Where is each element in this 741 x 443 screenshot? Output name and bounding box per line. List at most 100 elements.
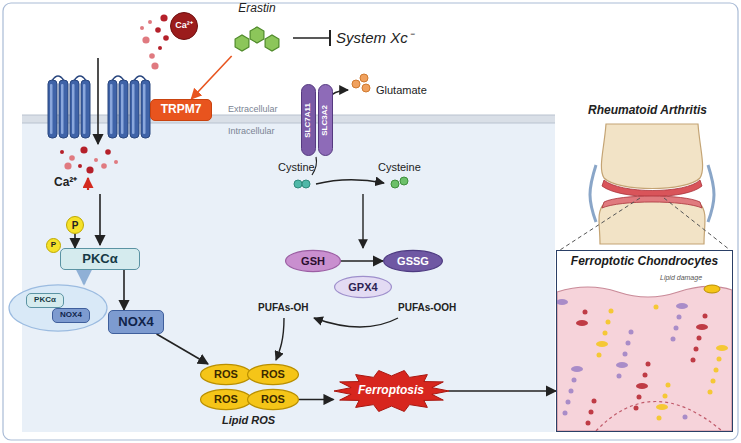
circle-node: P [66,216,84,234]
rect-shape [72,84,75,134]
node-text: Erastin [238,2,275,15]
label: PUFAs-OH [258,302,309,314]
ellipse-shape [636,383,648,389]
molecule-node: Erastin [222,2,292,56]
label: Cystine [278,161,315,174]
channel-helices [48,76,150,138]
ellipse-shape [676,303,688,309]
ellipse-shape [592,399,597,404]
node-text: NOX4 [60,311,82,320]
circle-shape [352,80,360,88]
ellipse-shape [716,345,728,351]
path-shape [113,76,124,80]
node-text: PKCα [82,252,117,266]
circle-shape [69,155,75,161]
node-text: ROS [261,368,285,380]
inhibition-bar [329,30,331,46]
node-text: ROS [214,368,238,380]
circle-node: Ca²⁺ [170,12,198,40]
ellipse-shape [634,406,639,411]
rect-shape [70,80,79,138]
ellipse-shape [248,389,299,409]
zoom-line [560,198,640,250]
ellipse-shape [597,353,602,358]
circle-shape [64,162,71,169]
circle-shape [60,150,64,154]
ellipse-shape [663,394,668,399]
circle-shape [302,180,310,188]
rect-shape [48,80,57,138]
circle-shape [140,26,144,30]
label: Lipid damage [660,274,702,282]
circle-shape [142,36,149,43]
connector-arrow [449,390,557,392]
ellipse-shape [623,352,628,357]
ellipse-shape [586,421,591,426]
cystine-dots [294,177,408,188]
connector-arrow [299,399,334,401]
rect-shape [121,84,124,134]
panel-box: Ferroptotic Chondrocytes [556,250,733,432]
ellipse-shape [696,324,708,330]
polygon-shape [235,35,249,51]
node-text: P [51,241,56,250]
rect-shape [59,80,68,138]
ellipse-shape [609,309,614,314]
ellipse-shape [335,276,392,297]
circle-shape [101,163,107,169]
circle-shape [362,84,370,92]
influx-arrow [97,58,99,144]
ellipse-shape [714,368,719,373]
ellipse-shape [697,336,702,341]
ellipse-shape [9,285,107,331]
gpx4-arc [314,318,398,327]
membrane-line [22,123,555,124]
path-shape [53,76,64,80]
ellipse-shape [603,331,608,336]
rect-shape [83,84,86,134]
label: System Xc⁻ [336,29,413,46]
inhibition-line [293,37,329,39]
membrane [22,115,555,123]
node-text: ROS [214,393,238,405]
activation-arrow [99,194,101,245]
ellipse-shape [556,299,568,305]
ellipse-shape [703,314,708,319]
peroxide-arrow [276,318,284,360]
node-text: Ferroptosis [358,384,424,397]
circle-shape [151,62,158,69]
ellipse-shape [626,341,631,346]
process-box: PKCα [26,293,64,308]
ellipse-shape [576,320,588,326]
label: Cysteine [378,161,421,174]
frame [3,3,738,440]
rect-shape [108,80,117,138]
polygon-shape [334,371,449,412]
polygon-shape [265,35,279,51]
ellipse-shape [583,310,588,315]
polygon-shape [250,27,264,43]
path-shape [135,76,146,80]
connector-arrow [157,334,208,364]
rect-shape [50,84,53,134]
ellipse-shape [637,395,642,400]
ellipse-shape [201,364,252,384]
ellipse-shape [606,320,611,325]
circle-shape [94,158,98,162]
rect-shape [141,80,150,138]
label: Extracellular [228,104,278,114]
ellipse-shape [711,379,716,384]
ellipse-shape [569,389,574,394]
ellipse-shape [654,305,659,310]
circle-shape [391,180,399,188]
label: Ca²⁺ [54,176,77,190]
ellipse-shape [643,373,648,378]
ellipse-shape [589,410,594,415]
ellipse-shape [248,364,299,384]
ellipse-node: ROS [200,389,252,410]
ellipse-shape [677,315,682,320]
connector-arrow [123,270,125,310]
ellipse-shape [657,416,662,421]
path-shape [708,165,714,222]
node-text: Ca²⁺ [175,21,193,31]
